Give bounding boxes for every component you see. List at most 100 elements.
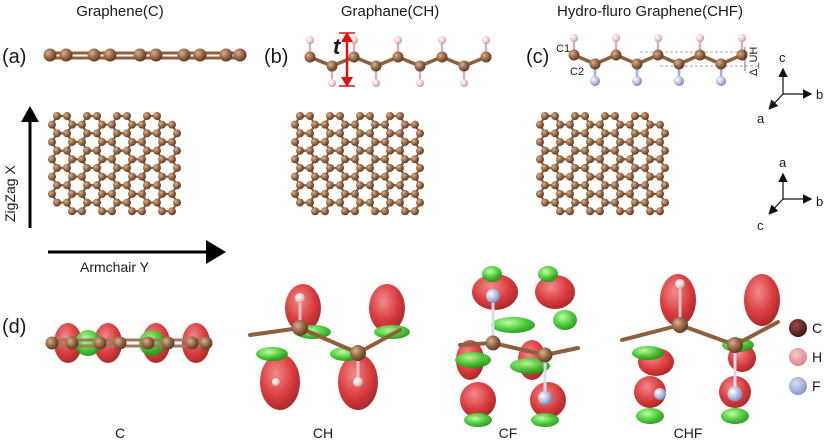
carbon-atom bbox=[556, 189, 564, 198]
carbon-atom bbox=[611, 146, 619, 155]
carbon-atom bbox=[586, 189, 594, 198]
carbon-atom bbox=[158, 155, 166, 164]
carbon-atom bbox=[143, 129, 151, 138]
carbon-atom bbox=[366, 163, 374, 172]
carbon-atom bbox=[296, 163, 304, 172]
bottom-label-ch: CH bbox=[313, 425, 333, 441]
carbon-atom bbox=[128, 120, 136, 129]
carbon-atom bbox=[306, 129, 314, 138]
carbon-atom bbox=[78, 120, 86, 129]
carbon-atom bbox=[641, 112, 649, 120]
carbon-atom bbox=[153, 198, 161, 207]
carbon-atom bbox=[168, 155, 176, 164]
carbon-atom bbox=[381, 155, 389, 164]
carbon-atom bbox=[401, 189, 409, 198]
carbon-atom bbox=[566, 172, 574, 181]
carbon-atom bbox=[291, 137, 299, 146]
bond bbox=[248, 326, 302, 337]
legend-label: H bbox=[812, 349, 822, 365]
carbon-atom bbox=[416, 198, 424, 207]
carbon-atom bbox=[370, 60, 382, 72]
carbon-atom bbox=[396, 163, 404, 172]
carbon-atom bbox=[416, 129, 424, 138]
carbon-atom bbox=[616, 189, 624, 198]
bottom-label-chf: CHF bbox=[674, 425, 703, 441]
carbon-atom bbox=[401, 207, 409, 216]
carbon-atom bbox=[108, 189, 116, 198]
carbon-atom bbox=[616, 155, 624, 164]
carbon-atom bbox=[386, 146, 394, 155]
carbon-atom bbox=[98, 207, 106, 216]
density-c bbox=[45, 323, 213, 363]
carbon-atom bbox=[351, 172, 359, 181]
carbon-atom bbox=[611, 198, 619, 207]
carbon-atom bbox=[296, 198, 304, 207]
negative-lobe bbox=[721, 408, 749, 424]
carbon-atom bbox=[541, 198, 549, 207]
carbon-atom bbox=[311, 137, 319, 146]
carbon-atom bbox=[177, 48, 191, 62]
carbon-atom bbox=[93, 336, 107, 350]
armchair-label: Armchair Y bbox=[80, 259, 150, 275]
carbon-atom bbox=[53, 181, 61, 190]
bond bbox=[620, 323, 682, 342]
carbon-atom bbox=[103, 48, 117, 62]
carbon-atom bbox=[571, 198, 579, 207]
carbon-atom bbox=[138, 172, 146, 181]
negative-lobe bbox=[632, 346, 664, 360]
carbon-atom bbox=[589, 58, 601, 70]
carbon-atom bbox=[63, 146, 71, 155]
carbon-atom bbox=[626, 172, 634, 181]
carbon-atom bbox=[326, 146, 334, 155]
carbon-atom bbox=[386, 163, 394, 172]
carbon-atom bbox=[381, 137, 389, 146]
positive-lobe bbox=[94, 323, 122, 363]
carbon-atom bbox=[133, 48, 147, 62]
carbon-atom bbox=[321, 120, 329, 129]
carbon-atom bbox=[641, 146, 649, 155]
carbon-atom bbox=[656, 155, 664, 164]
carbon-atom bbox=[113, 336, 127, 350]
carbon-atom bbox=[326, 129, 334, 138]
carbon-atom bbox=[199, 336, 213, 350]
carbon-atom bbox=[219, 48, 233, 62]
carbon-atom bbox=[143, 198, 151, 207]
carbon-atom bbox=[386, 129, 394, 138]
carbon-atom bbox=[631, 58, 643, 70]
carbon-atom bbox=[128, 189, 136, 198]
carbon-atom bbox=[551, 163, 559, 172]
thickness-label: t bbox=[333, 34, 342, 59]
carbon-atom bbox=[566, 207, 574, 216]
carbon-atom bbox=[411, 120, 419, 129]
carbon-atom bbox=[571, 181, 579, 190]
carbon-atom bbox=[128, 137, 136, 146]
carbon-atom bbox=[53, 112, 61, 120]
carbon-atom bbox=[173, 198, 181, 207]
carbon-atom bbox=[108, 172, 116, 181]
carbon-atom bbox=[537, 347, 553, 363]
carbon-atom bbox=[292, 320, 308, 336]
carbon-atom bbox=[48, 120, 56, 129]
fluorine-atom bbox=[716, 76, 726, 86]
carbon-atom bbox=[158, 137, 166, 146]
chf-top-view bbox=[536, 112, 669, 216]
carbon-atom bbox=[63, 198, 71, 207]
carbon-atom bbox=[311, 120, 319, 129]
carbon-atom bbox=[356, 129, 364, 138]
carbon-atom bbox=[631, 163, 639, 172]
panel-label-c: (c) bbox=[526, 46, 549, 68]
carbon-atom bbox=[386, 181, 394, 190]
carbon-atom bbox=[336, 198, 344, 207]
carbon-atom bbox=[168, 189, 176, 198]
carbon-atom bbox=[571, 129, 579, 138]
carbon-atom bbox=[291, 120, 299, 129]
bond bbox=[678, 323, 737, 347]
carbon-atom bbox=[173, 146, 181, 155]
carbon-atom bbox=[143, 163, 151, 172]
carbon-atom bbox=[581, 198, 589, 207]
carbon-atom bbox=[113, 112, 121, 120]
atom-c2-label: C2 bbox=[570, 66, 584, 78]
carbon-atom bbox=[321, 189, 329, 198]
carbon-atom bbox=[381, 172, 389, 181]
carbon-atom bbox=[306, 198, 314, 207]
